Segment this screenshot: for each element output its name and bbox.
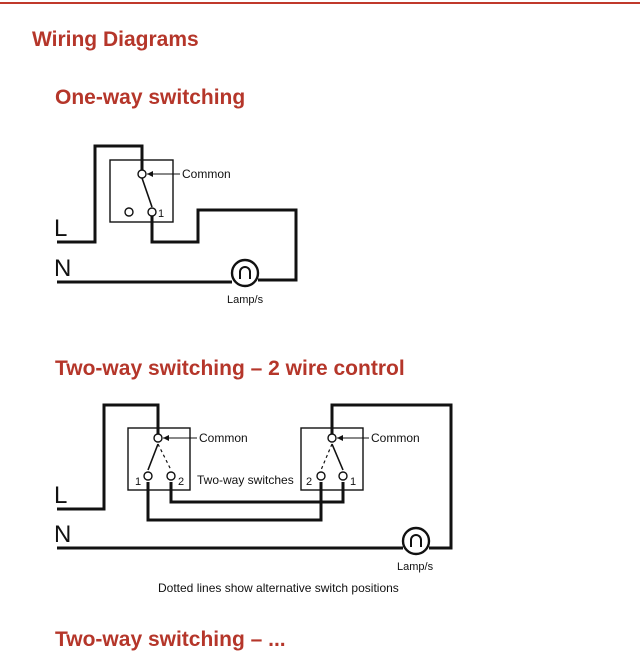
- one-way-terminal-1: [147, 207, 157, 217]
- two-way-diagram: [57, 403, 453, 556]
- two-way-right-lever-alt: [320, 443, 333, 471]
- two-way-right-common-terminal: [327, 433, 337, 443]
- two-way-note: Dotted lines show alternative switch pos…: [158, 581, 399, 595]
- one-way-common-terminal: [137, 169, 147, 179]
- two-way-left-lever-alt: [157, 443, 172, 471]
- one-way-lamp-label: Lamp/s: [227, 294, 264, 306]
- section-heading-two-way: Two-way switching – 2 wire control: [55, 357, 405, 380]
- one-way-neutral-label: N: [54, 255, 71, 282]
- two-way-lamp-filament: [410, 534, 422, 547]
- section-heading-one-way: One-way switching: [55, 86, 246, 109]
- two-way-switched-live-wire: [330, 403, 453, 550]
- one-way-live-label: L: [54, 215, 67, 242]
- two-way-right-t2-label: 2: [306, 476, 312, 488]
- top-rule: [0, 2, 640, 4]
- one-way-live-wire: [57, 144, 144, 244]
- two-way-right-terminal-2: [316, 471, 326, 481]
- two-way-lamp-icon: [401, 526, 431, 556]
- two-way-left-t1-label: 1: [135, 476, 141, 488]
- two-way-live-wire: [57, 403, 160, 511]
- two-way-right-t1-label: 1: [350, 476, 356, 488]
- two-way-left-terminal-2: [166, 471, 176, 481]
- one-way-common-label: Common: [182, 167, 231, 181]
- two-way-right-lever: [331, 443, 344, 471]
- two-way-lamp-label: Lamp/s: [397, 561, 434, 573]
- one-way-terminal-1-label: 1: [158, 208, 164, 220]
- two-way-neutral-label: N: [54, 521, 71, 548]
- one-way-lamp-filament: [239, 266, 251, 279]
- two-way-right-terminal-1: [338, 471, 348, 481]
- two-way-left-t2-label: 2: [178, 476, 184, 488]
- two-way-strapper-2: [169, 482, 345, 504]
- two-way-right-common-label: Common: [371, 431, 420, 445]
- one-way-lamp-icon: [230, 258, 260, 288]
- one-way-diagram: [57, 144, 298, 288]
- two-way-switches-label: Two-way switches: [197, 473, 294, 487]
- page-title: Wiring Diagrams: [32, 28, 199, 51]
- two-way-left-terminal-1: [143, 471, 153, 481]
- two-way-left-common-terminal: [153, 433, 163, 443]
- two-way-live-label: L: [54, 482, 67, 509]
- one-way-switched-live-wire: [150, 208, 298, 282]
- one-way-terminal-0: [124, 207, 134, 217]
- two-way-left-lever: [147, 443, 159, 471]
- one-way-switch-lever: [141, 177, 153, 208]
- two-way-left-common-label: Common: [199, 431, 248, 445]
